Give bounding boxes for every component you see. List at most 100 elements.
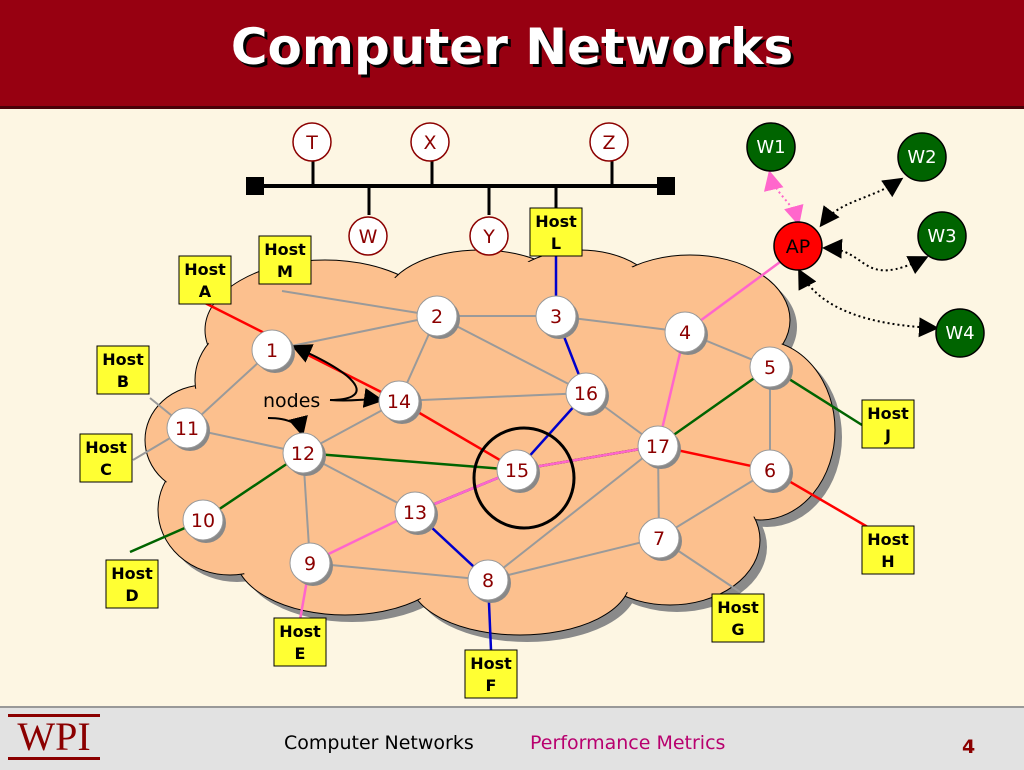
router-node-4: 4 [664,311,708,355]
router-label: 3 [550,306,562,328]
host-label-line2: G [731,620,744,639]
footer-topic: Performance Metrics [530,732,726,754]
router-label: 4 [679,322,691,344]
host-label-line1: Host [111,564,153,583]
host-label-line1: Host [717,598,759,617]
host-label-line2: E [295,644,306,663]
highlight-circle [472,426,576,530]
router-label: 13 [403,502,427,524]
host-label-line2: D [125,586,138,605]
host-label-line1: Host [867,530,909,549]
lan-station-label: Y [482,226,495,248]
router-node-9: 9 [289,542,333,586]
access-point-label: AP [786,236,810,258]
host-label-line2: C [100,460,112,479]
router-node-10: 10 [182,499,226,543]
router-label: 10 [191,510,215,532]
router-label: 1 [266,340,278,362]
lan-bus [246,160,675,215]
router-node-14: 14 [378,380,422,424]
host-label-line1: Host [264,240,306,259]
router-label: 15 [505,460,529,482]
router-label: 5 [764,357,776,379]
router-node-13: 13 [394,491,438,535]
router-node-11: 11 [166,407,210,451]
access-point: AP [773,221,823,271]
page-number: 4 [962,736,976,758]
wireless-station-w4: W4 [935,308,985,358]
router-label: 12 [291,443,315,465]
host-label-line1: Host [470,654,512,673]
host-label-line2: A [199,282,212,301]
hosts: HostAHostBHostCHostDHostEHostFHostGHostH… [79,207,915,699]
wpi-logo: WPI [8,714,100,760]
router-node-12: 12 [282,432,326,476]
wireless-station-label: W4 [945,323,974,344]
lan-station-T: T [292,122,332,162]
host-label-line1: Host [85,438,127,457]
lan-station-Z: Z [589,122,629,162]
router-node-6: 6 [749,449,793,493]
host-label-line2: L [551,234,561,253]
router-label: 14 [387,391,411,413]
wireless-station-label: W1 [756,137,785,158]
slide-title: Computer Networks [230,18,794,76]
router-node-16: 16 [565,372,609,416]
router-label: 2 [431,306,443,328]
router-label: 11 [175,418,199,440]
nodes-annotation: nodes [263,390,320,412]
host-label-line1: Host [867,404,909,423]
nodes-annotation-arrows [267,344,384,437]
host-label-line1: Host [535,212,577,231]
router-label: 8 [482,570,494,592]
wireless-station-w3: W3 [917,211,967,261]
title-bar: Computer Networks [0,0,1024,109]
host-label-line2: H [881,552,894,571]
router-node-2: 2 [416,295,460,339]
wireless-station-w2: W2 [897,132,947,182]
lan-station-X: X [410,122,450,162]
router-node-3: 3 [535,295,579,339]
footer-course-title: Computer Networks [284,732,474,754]
router-node-1: 1 [251,329,295,373]
router-label: 9 [304,553,316,575]
router-node-15: 15 [496,449,540,493]
lan-station-Y: Y [469,216,509,256]
lan-station-label: X [423,132,436,154]
lan-station-label: Z [602,132,615,154]
gray-links [132,290,771,593]
router-label: 16 [574,383,598,405]
router-node-17: 17 [637,425,681,469]
router-label: 7 [653,528,665,550]
host-label-line1: Host [279,622,321,641]
wireless-station-label: W2 [907,147,936,168]
wireless-station-w1: W1 [746,122,796,172]
host-label-line2: J [884,426,891,445]
router-label: 6 [764,460,776,482]
wireless-station-label: W3 [927,226,956,247]
footer: WPI Computer Networks Performance Metric… [0,706,1024,770]
wireless-links [763,170,939,338]
host-label-line2: F [486,676,497,695]
router-node-5: 5 [749,346,793,390]
host-label-line2: B [117,372,129,391]
router-label: 17 [646,436,670,458]
lan-stations: T X Z W Y [292,122,629,256]
router-node-8: 8 [467,559,511,603]
host-label-line1: Host [184,260,226,279]
lan-station-label: W [359,226,378,248]
